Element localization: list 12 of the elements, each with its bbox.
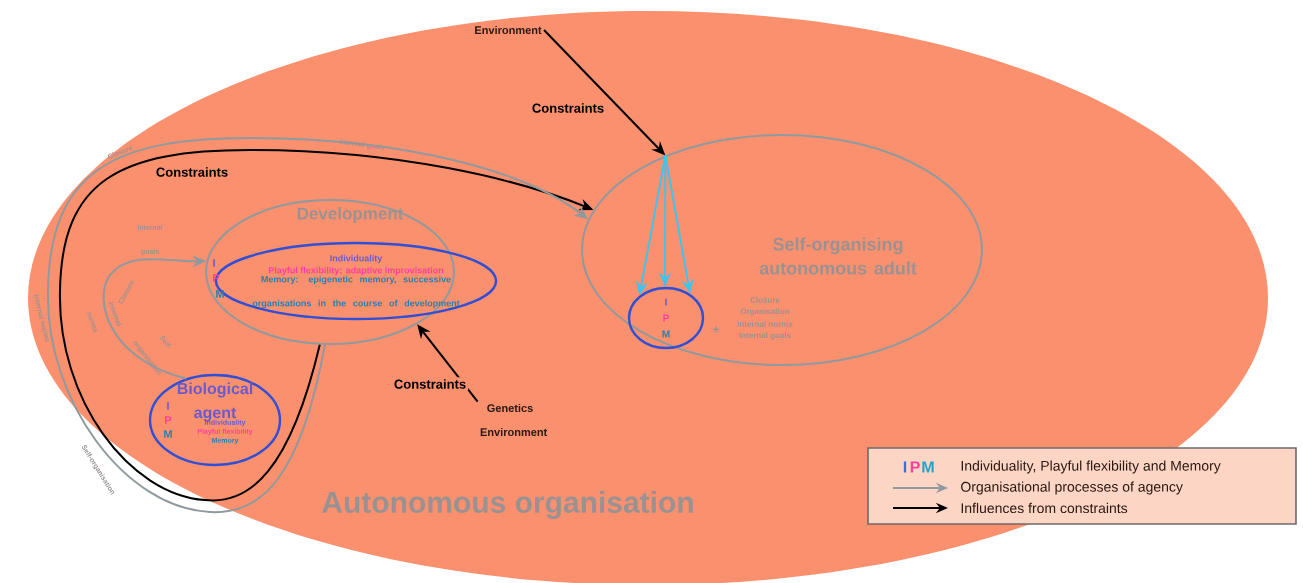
ipm-letter: I <box>903 461 907 473</box>
edge-label: Constraints <box>391 377 469 391</box>
legend-text: Influences from constraints <box>961 502 1128 514</box>
constraint-text: Environment <box>475 25 542 34</box>
ipm-letter: P <box>910 461 920 473</box>
legend-text: Organisational processes of agency <box>961 481 1183 495</box>
constraint-text: Genetics Environment <box>480 403 548 436</box>
edge-label: Constraints <box>153 165 231 179</box>
ipm-letter: M <box>922 461 934 473</box>
legend-text: Individuality, Playful flexibility and Memory <box>961 460 1221 474</box>
node-label: I <box>213 259 215 267</box>
edge-label: Constraints <box>529 101 607 115</box>
